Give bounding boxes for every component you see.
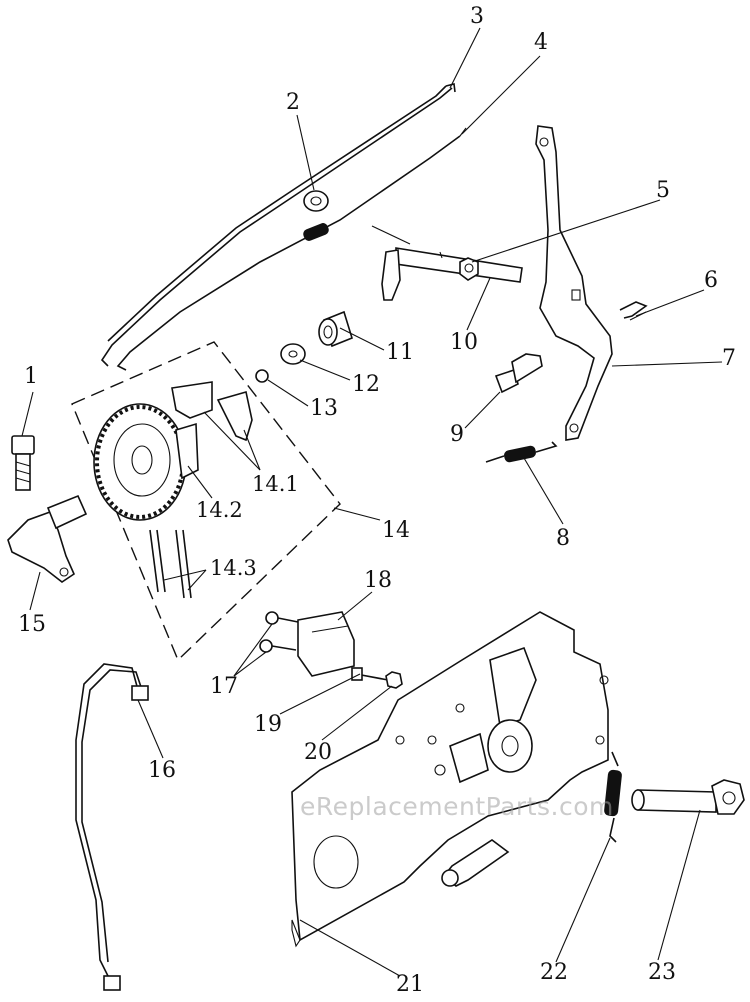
lever-spring-part — [485, 441, 558, 463]
callout-17: 17 — [210, 674, 238, 699]
throttle-rod-part — [100, 83, 456, 367]
callout-16: 16 — [148, 758, 176, 783]
square-bolt-part — [494, 353, 543, 394]
callout-18: 18 — [364, 568, 392, 593]
ring-part — [255, 369, 269, 383]
callout-5: 5 — [656, 178, 670, 203]
governor-assembly-outline — [71, 341, 341, 662]
callout-11: 11 — [386, 340, 414, 365]
callout-20: 20 — [304, 740, 332, 765]
governor-arm-part — [7, 494, 88, 583]
screws-part — [259, 611, 299, 653]
hex-bolt-part — [11, 435, 35, 491]
governor-weights-part — [171, 381, 253, 442]
callout-10: 10 — [450, 330, 478, 355]
wire-harness-part — [75, 663, 149, 991]
callout-3: 3 — [470, 4, 484, 29]
gear-pins-part — [149, 529, 192, 599]
callout-21: 21 — [396, 972, 424, 997]
callout-14-2: 14.2 — [196, 498, 243, 522]
callout-13: 13 — [310, 396, 338, 421]
bracket-spring-part — [604, 751, 622, 843]
callout-9: 9 — [450, 422, 464, 447]
governor-shaft-part — [371, 225, 523, 301]
callout-22: 22 — [540, 960, 568, 985]
cotter-pin-part — [619, 301, 648, 321]
washer-part — [303, 190, 329, 212]
watermark-text: eReplacementParts.com — [300, 792, 614, 821]
nut-part — [459, 257, 479, 281]
switch-nut-part — [385, 671, 403, 689]
callout-12: 12 — [352, 372, 380, 397]
callout-19: 19 — [254, 712, 282, 737]
callout-8: 8 — [556, 526, 570, 551]
governor-rod-part — [116, 127, 467, 371]
callout-15: 15 — [18, 612, 46, 637]
callout-4: 4 — [534, 30, 548, 55]
callout-14-3: 14.3 — [210, 556, 257, 580]
governor-gear-part — [93, 403, 199, 521]
callout-14-1: 14.1 — [252, 472, 299, 496]
leader-lines — [21, 27, 723, 977]
callout-1: 1 — [24, 364, 38, 389]
bushing-part — [318, 310, 353, 348]
callout-2: 2 — [286, 90, 300, 115]
flat-washer-part — [280, 343, 306, 365]
callout-14: 14 — [382, 518, 410, 543]
callout-23: 23 — [648, 960, 676, 985]
rod-spring-part — [303, 223, 329, 241]
governor-lever-part — [535, 125, 613, 441]
microswitch-part — [297, 611, 355, 677]
callout-7: 7 — [722, 346, 736, 371]
shoulder-bolt-part — [631, 779, 745, 815]
switch-screw-part — [351, 667, 389, 681]
control-bracket-part — [291, 611, 609, 948]
callout-6: 6 — [704, 268, 718, 293]
